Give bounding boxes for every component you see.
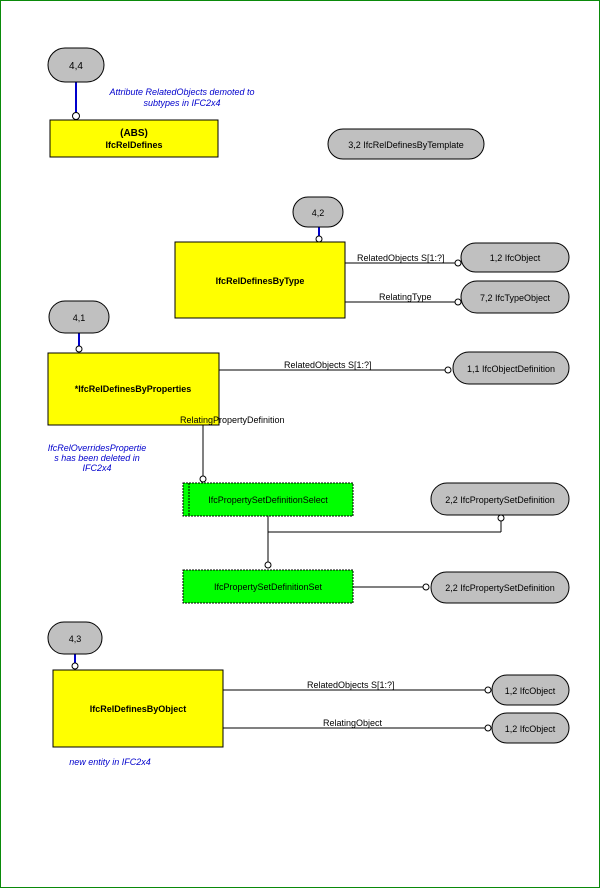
- page-ref-label: 4,3: [69, 634, 82, 644]
- entity-ifc-rel-defines-by-properties[interactable]: *IfcRelDefinesByProperties: [47, 352, 220, 426]
- relation-props-relating-property-definition: RelatingPropertyDefinition: [180, 415, 285, 483]
- note-new-entity-text: new entity in IFC2x4: [69, 757, 151, 767]
- select-ifc-property-set-definition-set[interactable]: IfcPropertySetDefinitionSet: [182, 569, 354, 604]
- relation-label: RelatedObjects S[1:?]: [307, 680, 395, 690]
- page-ref-4-3: 4,3: [47, 621, 103, 670]
- relation-type-relating-type: RelatingType: [345, 292, 462, 306]
- entity-ifc-rel-defines-by-object[interactable]: IfcRelDefinesByObject: [52, 669, 224, 748]
- reference-label: 1,2 IfcObject: [505, 724, 556, 734]
- select-branches: [264, 514, 505, 569]
- reference-set-ifc-property-set-definition[interactable]: 2,2 IfcPropertySetDefinition: [430, 571, 570, 604]
- entity-name: IfcRelDefines: [105, 140, 162, 150]
- entity-name: IfcRelDefinesByType: [216, 276, 305, 286]
- relation-label: RelatedObjects S[1:?]: [284, 360, 372, 370]
- entity-ifc-rel-defines[interactable]: (ABS) IfcRelDefines: [49, 119, 219, 158]
- reference-object-ifc-object-2[interactable]: 1,2 IfcObject: [491, 712, 570, 744]
- entity-ifc-rel-defines-by-type[interactable]: IfcRelDefinesByType: [174, 241, 346, 319]
- page-ref-label: 4,1: [73, 313, 86, 323]
- relation-label: RelatingPropertyDefinition: [180, 415, 285, 425]
- reference-type-ifc-type-object[interactable]: 7,2 IfcTypeObject: [460, 280, 570, 314]
- page-ref-label: 4,2: [312, 208, 325, 218]
- reference-label: 3,2 IfcRelDefinesByTemplate: [348, 140, 464, 150]
- relation-label: RelatedObjects S[1:?]: [357, 253, 445, 263]
- select-name: IfcPropertySetDefinitionSelect: [208, 495, 328, 505]
- select-ifc-property-set-definition-select[interactable]: IfcPropertySetDefinitionSelect: [182, 482, 354, 517]
- reference-label: 1,1 IfcObjectDefinition: [467, 364, 555, 374]
- page-ref-4-2: 4,2: [292, 196, 344, 243]
- reference-type-ifc-object[interactable]: 1,2 IfcObject: [460, 242, 570, 273]
- relation-label: RelatingType: [379, 292, 432, 302]
- entity-abs-label: (ABS): [120, 128, 148, 139]
- page-ref-4-4: 4,4: [47, 47, 105, 120]
- page-ref-4-1: 4,1: [48, 300, 110, 353]
- select-name: IfcPropertySetDefinitionSet: [214, 582, 323, 592]
- reference-label: 2,2 IfcPropertySetDefinition: [445, 583, 555, 593]
- reference-label: 1,2 IfcObject: [505, 686, 556, 696]
- note-demoted-line-1: Attribute RelatedObjects demoted to: [108, 87, 254, 97]
- relation-label: RelatingObject: [323, 718, 383, 728]
- reference-ifc-object-definition[interactable]: 1,1 IfcObjectDefinition: [452, 351, 570, 385]
- relation-set-target: [353, 583, 430, 591]
- relation-object-relating-object: RelatingObject: [223, 718, 492, 732]
- note-overrides-line-1: IfcRelOverridesPropertie: [48, 443, 147, 453]
- reference-ifc-rel-defines-by-template[interactable]: 3,2 IfcRelDefinesByTemplate: [327, 128, 485, 160]
- note-new-entity: new entity in IFC2x4: [69, 757, 151, 767]
- entity-name: IfcRelDefinesByObject: [90, 704, 187, 714]
- relation-object-related-objects: RelatedObjects S[1:?]: [223, 680, 492, 694]
- reference-object-ifc-object-1[interactable]: 1,2 IfcObject: [491, 674, 570, 706]
- reference-label: 1,2 IfcObject: [490, 253, 541, 263]
- reference-label: 2,2 IfcPropertySetDefinition: [445, 495, 555, 505]
- note-demoted-line-2: subtypes in IFC2x4: [143, 98, 220, 108]
- reference-label: 7,2 IfcTypeObject: [480, 293, 551, 303]
- relation-type-related-objects: RelatedObjects S[1:?]: [345, 253, 462, 267]
- relation-props-related-objects: RelatedObjects S[1:?]: [219, 360, 452, 374]
- note-overrides-line-2: s has been deleted in: [54, 453, 140, 463]
- note-demoted: Attribute RelatedObjects demoted to subt…: [108, 87, 254, 108]
- page-ref-label: 4,4: [69, 61, 83, 72]
- entity-name: *IfcRelDefinesByProperties: [75, 384, 192, 394]
- reference-select-ifc-property-set-definition[interactable]: 2,2 IfcPropertySetDefinition: [430, 482, 570, 516]
- note-overrides-line-3: IFC2x4: [82, 463, 111, 473]
- note-overrides-deleted: IfcRelOverridesPropertie s has been dele…: [48, 443, 147, 473]
